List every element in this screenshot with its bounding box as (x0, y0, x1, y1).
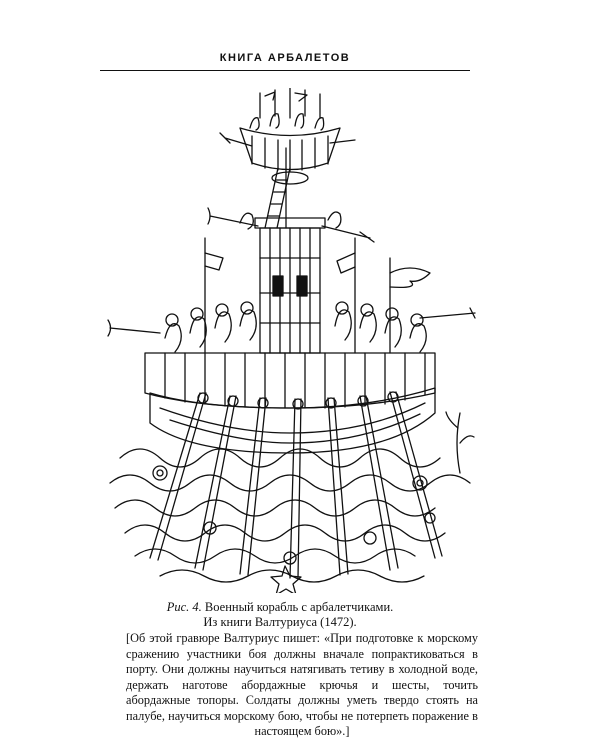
figure-caption: Рис. 4. Военный корабль с арбалетчиками.… (110, 600, 450, 630)
commentary-paragraph: [Об этой гравюре Валтуриус пишет: «При п… (126, 631, 478, 738)
caption-label: Рис. 4. (166, 600, 202, 614)
caption-line-1: Рис. 4. Военный корабль с арбалетчиками. (110, 600, 450, 615)
oars (149, 391, 443, 579)
soldiers (107, 237, 476, 354)
central-tower (254, 147, 326, 354)
caption-title: Военный корабль с арбалетчиками. (201, 600, 394, 614)
running-head: КНИГА АРБАЛЕТОВ (219, 52, 351, 64)
starfish (270, 565, 302, 593)
header-rule (100, 70, 470, 71)
deck-bulwark (144, 352, 436, 410)
caption-source: Из книги Валтуриуса (1472). (203, 615, 357, 629)
ship-engraving-illustration (107, 88, 476, 593)
crows-nest (219, 88, 356, 185)
